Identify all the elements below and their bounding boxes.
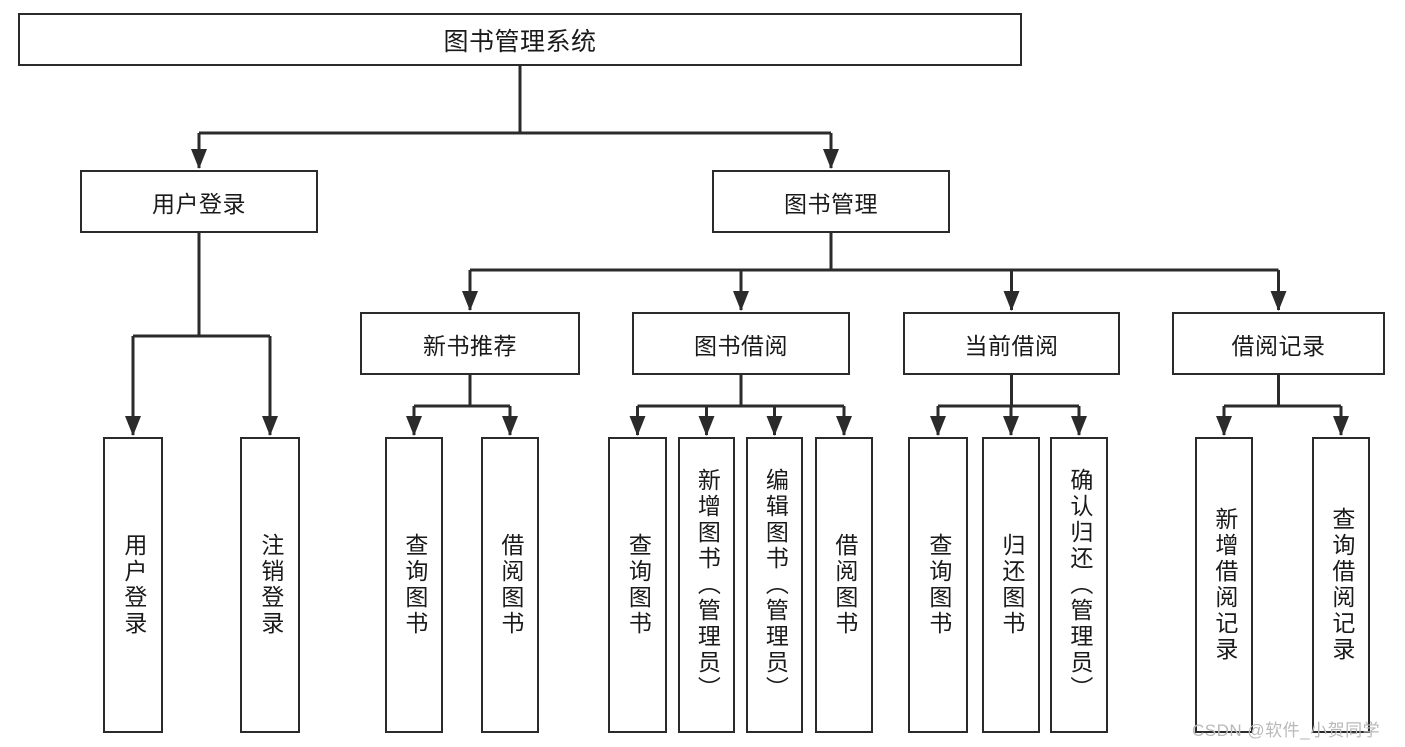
node-label-vertical: 借阅图书 <box>831 533 858 637</box>
leaf-node-1-注销登录[interactable]: 注销登录 <box>240 437 300 733</box>
leaf-node-0-用户登录[interactable]: 用户登录 <box>103 437 163 733</box>
node-label: 图书管理 <box>784 190 878 217</box>
leaf-node-12-查询借阅记录[interactable]: 查询借阅记录 <box>1312 437 1370 733</box>
node-label: 借阅记录 <box>1231 332 1326 359</box>
node-label-vertical: 查询图书 <box>401 533 428 637</box>
leaf-node-2-查询图书[interactable]: 查询图书 <box>385 437 443 733</box>
node-label-vertical: 查询图书 <box>625 533 652 637</box>
leaf-node-5-新增图书管理员[interactable]: 新增图书（管理员） <box>678 437 735 733</box>
node-label-vertical: 归还图书 <box>998 533 1025 637</box>
leaf-node-8-查询图书[interactable]: 查询图书 <box>908 437 968 733</box>
leaf-node-7-借阅图书[interactable]: 借阅图书 <box>815 437 873 733</box>
node-label-vertical: 新增借阅记录 <box>1211 507 1238 663</box>
node-label-vertical: 注销登录 <box>257 533 284 637</box>
level3-node-当前借阅[interactable]: 当前借阅 <box>903 312 1120 375</box>
node-label: 图书管理系统 <box>443 27 597 56</box>
level3-node-图书借阅[interactable]: 图书借阅 <box>632 312 850 375</box>
leaf-node-11-新增借阅记录[interactable]: 新增借阅记录 <box>1195 437 1253 733</box>
level2-node-图书管理[interactable]: 图书管理 <box>712 170 950 233</box>
node-label-vertical: 编辑图书（管理员） <box>762 468 789 702</box>
root-node-图书管理系统[interactable]: 图书管理系统 <box>18 13 1022 66</box>
leaf-node-3-借阅图书[interactable]: 借阅图书 <box>481 437 539 733</box>
leaf-node-9-归还图书[interactable]: 归还图书 <box>982 437 1040 733</box>
level3-node-借阅记录[interactable]: 借阅记录 <box>1172 312 1385 375</box>
level2-node-用户登录[interactable]: 用户登录 <box>80 170 318 233</box>
node-label: 当前借阅 <box>964 332 1059 359</box>
node-label-vertical: 确认归还（管理员） <box>1066 468 1093 702</box>
leaf-node-10-确认归还管理员[interactable]: 确认归还（管理员） <box>1050 437 1108 733</box>
level3-node-新书推荐[interactable]: 新书推荐 <box>360 312 580 375</box>
leaf-node-4-查询图书[interactable]: 查询图书 <box>608 437 667 733</box>
node-label-vertical: 用户登录 <box>120 533 147 637</box>
node-label-vertical: 借阅图书 <box>497 533 524 637</box>
leaf-node-6-编辑图书管理员[interactable]: 编辑图书（管理员） <box>746 437 803 733</box>
node-label-vertical: 查询借阅记录 <box>1328 507 1355 663</box>
node-label-vertical: 查询图书 <box>925 533 952 637</box>
node-label-vertical: 新增图书（管理员） <box>694 468 721 702</box>
watermark-label: CSDN @软件_小贺同学 <box>1192 721 1381 740</box>
node-label: 图书借阅 <box>694 332 788 359</box>
node-label: 新书推荐 <box>423 332 517 359</box>
node-label: 用户登录 <box>152 190 246 217</box>
